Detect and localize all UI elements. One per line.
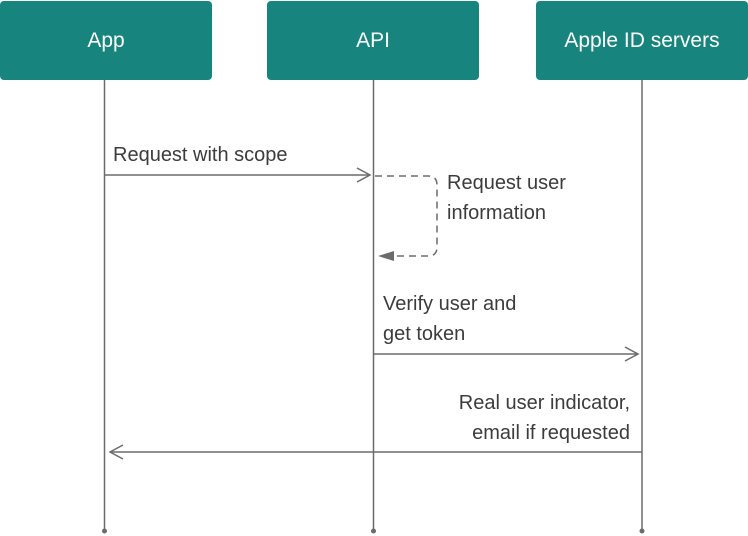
lifeline-app-end [102, 528, 107, 534]
arrow-request-user-info [375, 175, 438, 257]
message-request-scope-text: Request with scope [113, 144, 288, 166]
lifeline-apple-end [639, 528, 645, 534]
message-verify-user: Verify user and get token [383, 289, 516, 349]
arrowhead-request-user-info [378, 251, 394, 261]
actor-app: App [0, 1, 212, 80]
arrowhead-real-user [108, 444, 124, 460]
actor-apple-id-servers: Apple ID servers [536, 1, 748, 80]
message-request-user-line2: information [447, 202, 546, 224]
lifeline-api-end [371, 528, 376, 534]
message-real-user-line2: email if requested [472, 422, 630, 444]
actor-apple-label: Apple ID servers [564, 28, 720, 52]
message-verify-line1: Verify user and [383, 293, 517, 315]
message-request-scope: Request with scope [113, 140, 288, 170]
message-request-user-line1: Request user [447, 172, 566, 194]
arrowhead-request-scope [356, 167, 372, 183]
message-real-user-line1: Real user indicator, [458, 392, 630, 414]
actor-api: API [267, 1, 479, 80]
message-verify-line2: get token [383, 323, 466, 345]
actor-app-label: App [87, 28, 125, 52]
message-request-user-info: Request user information [447, 168, 566, 228]
actor-api-label: API [356, 28, 390, 52]
message-real-user-indicator: Real user indicator, email if requested [459, 388, 630, 448]
arrowhead-verify-user [624, 346, 640, 362]
